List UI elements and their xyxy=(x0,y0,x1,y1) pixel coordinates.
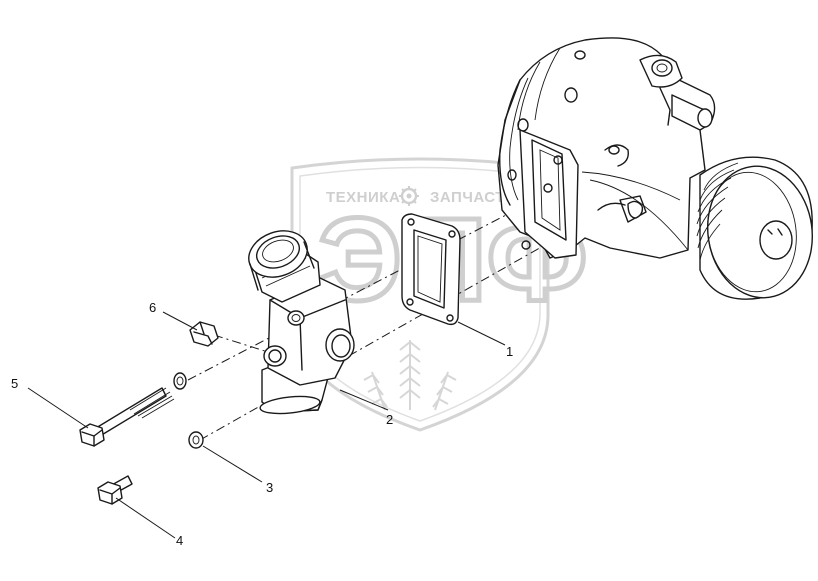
gear-icon xyxy=(399,186,419,206)
water-pump-housing xyxy=(497,37,814,300)
callout-3: 3 xyxy=(266,480,273,495)
washer-upper xyxy=(173,372,187,390)
callout-1: 1 xyxy=(506,344,513,359)
bolt-short xyxy=(97,475,133,505)
thermostat-housing xyxy=(248,230,355,415)
leader-lines xyxy=(27,311,506,539)
watermark-text-left: ТЕХНИКА xyxy=(326,189,400,206)
callouts: 1 2 3 4 5 6 xyxy=(11,300,513,548)
watermark-text-right: ЗАПЧАСТИ xyxy=(430,189,516,206)
callout-2: 2 xyxy=(386,412,393,427)
cap-nut xyxy=(189,321,219,347)
bolt-long xyxy=(79,387,175,447)
washer-lower xyxy=(188,431,204,449)
callout-4: 4 xyxy=(176,533,183,548)
watermark-wheat-icon xyxy=(363,340,457,411)
callout-5: 5 xyxy=(11,376,18,391)
callout-6: 6 xyxy=(149,300,156,315)
pump-pulley xyxy=(696,156,814,300)
gasket xyxy=(401,213,461,326)
